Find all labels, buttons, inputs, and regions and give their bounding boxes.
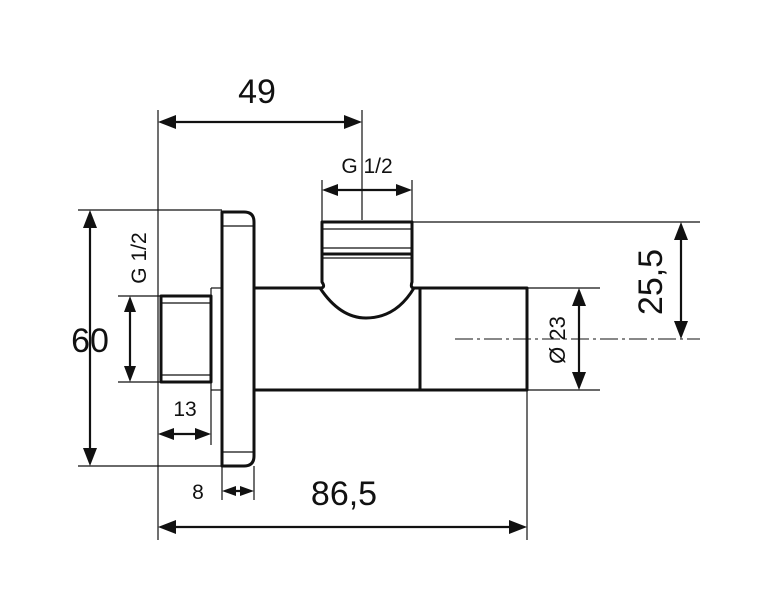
- extension-lines: [78, 110, 700, 540]
- arrow-49-right: [344, 115, 362, 129]
- dimension-diameter-23: Ø 23: [545, 288, 586, 390]
- arrow-13-left: [158, 428, 174, 440]
- outlet-thread: [320, 220, 414, 256]
- dimension-86-5: 86,5: [158, 475, 527, 534]
- dimension-inlet-thread: G 1/2: [124, 232, 151, 382]
- arrow-8-right: [240, 486, 254, 496]
- valve-body-outline: [159, 210, 529, 468]
- arrow-outlet-left: [322, 184, 338, 196]
- dimension-outlet-thread: G 1/2: [322, 155, 412, 196]
- label-diameter: Ø 23: [545, 316, 570, 364]
- label-inlet-thread: G 1/2: [128, 232, 151, 283]
- arrow-13-right: [195, 428, 211, 440]
- arrow-60-bottom: [83, 448, 97, 466]
- arrow-8-left: [222, 486, 236, 496]
- arrow-outlet-right: [396, 184, 412, 196]
- arrow-diam-top: [572, 288, 586, 306]
- arrow-25-5-bottom: [674, 321, 688, 339]
- inlet-connector: [159, 294, 213, 384]
- label-86-5: 86,5: [311, 475, 377, 513]
- label-49: 49: [238, 73, 276, 111]
- label-outlet-thread: G 1/2: [341, 155, 392, 178]
- arrow-86-5-left: [158, 520, 176, 534]
- dimension-8: 8: [192, 481, 254, 504]
- arrow-25-5-top: [674, 222, 688, 240]
- arrow-inlet-bottom: [124, 366, 136, 382]
- label-8: 8: [192, 481, 204, 504]
- label-25-5: 25,5: [632, 249, 670, 315]
- arrow-49-left: [158, 115, 176, 129]
- dimension-13: 13: [158, 398, 211, 440]
- dimension-25-5: 25,5: [632, 222, 688, 339]
- arrow-inlet-top: [124, 296, 136, 312]
- label-13: 13: [173, 398, 196, 421]
- arrow-diam-bottom: [572, 372, 586, 390]
- wall-flange: [220, 210, 256, 468]
- dimension-60: 60: [71, 210, 109, 466]
- arrow-86-5-right: [509, 520, 527, 534]
- label-60: 60: [71, 322, 109, 360]
- dimension-49: 49: [158, 73, 362, 129]
- arrow-60-top: [83, 210, 97, 228]
- outlet-neck: [318, 252, 416, 290]
